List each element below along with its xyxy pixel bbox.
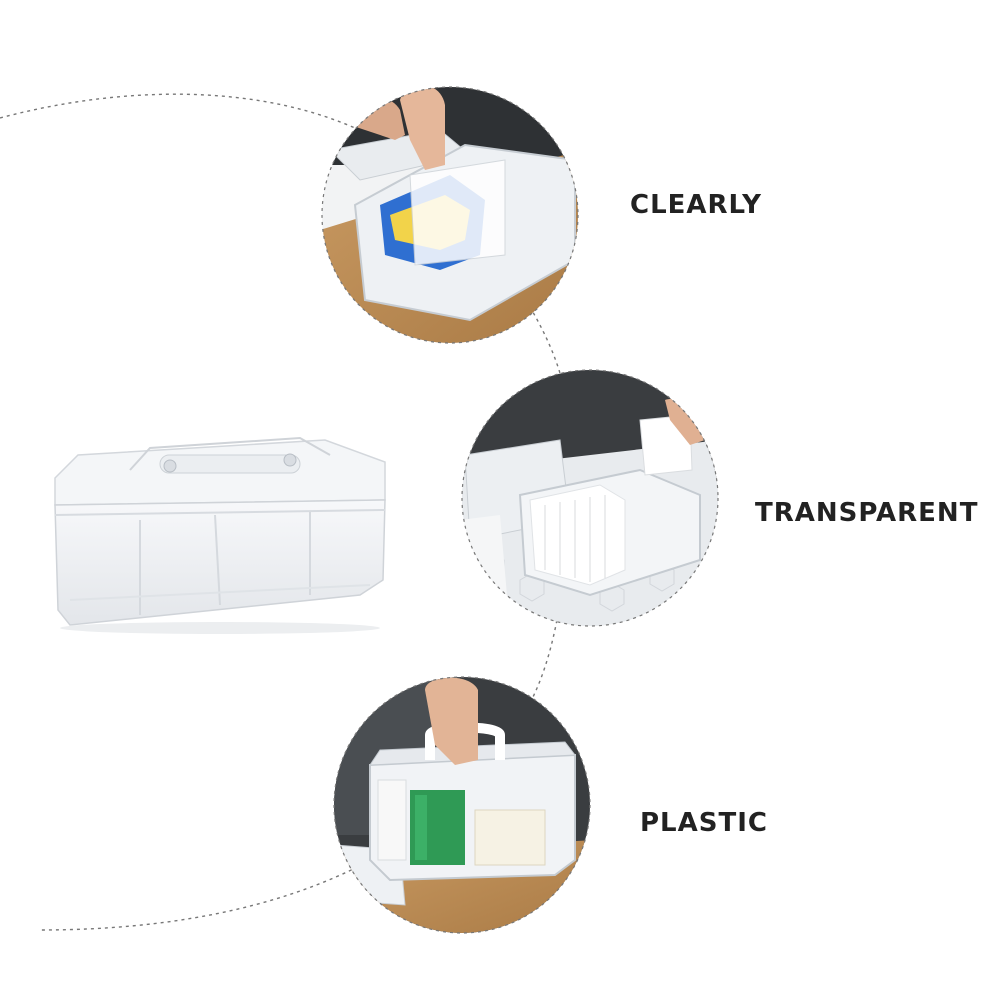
feature-label-clearly: CLEARLY bbox=[630, 190, 762, 220]
photo-circle-clearly bbox=[322, 87, 578, 343]
main-product-box bbox=[54, 436, 386, 634]
feature-label-transparent: TRANSPARENT bbox=[755, 498, 979, 528]
photo-circle-plastic bbox=[334, 677, 590, 933]
feature-label-plastic: PLASTIC bbox=[640, 808, 768, 838]
photo-circle-transparent bbox=[462, 370, 718, 626]
